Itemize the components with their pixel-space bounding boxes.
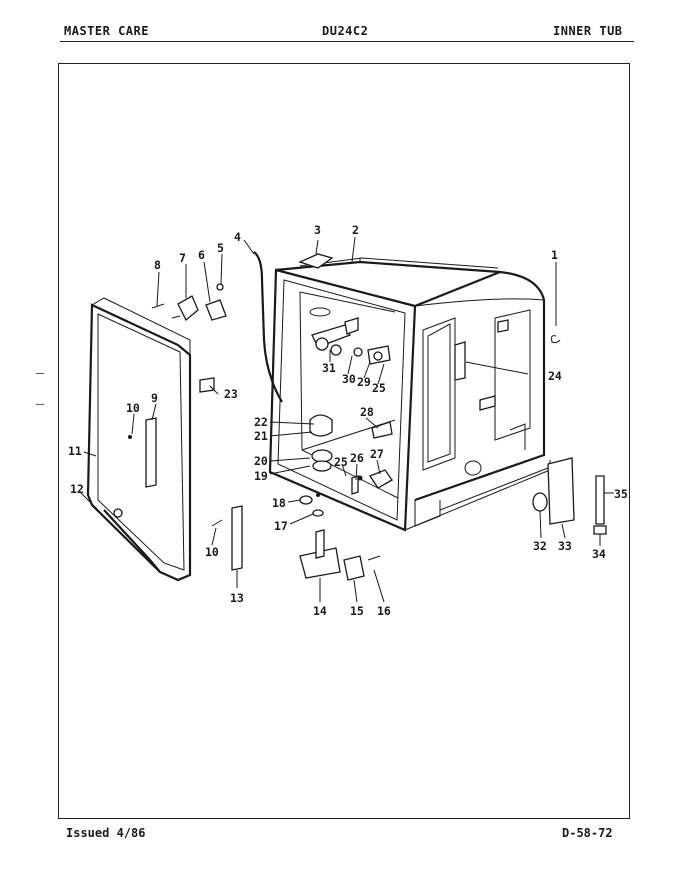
callout-30: 30 bbox=[342, 372, 356, 386]
callout-25-upper: 25 bbox=[372, 381, 386, 395]
margin-mark bbox=[36, 404, 44, 405]
part-18-nut bbox=[299, 495, 313, 505]
callout-14: 14 bbox=[313, 604, 327, 618]
part-17-washer bbox=[312, 509, 324, 517]
callout-15: 15 bbox=[350, 604, 364, 618]
part-35-rod bbox=[595, 475, 605, 525]
callout-labels: 1 2 3 4 5 6 7 8 9 10 11 12 23 24 22 21 2… bbox=[68, 223, 628, 618]
callout-13: 13 bbox=[230, 591, 244, 605]
callout-7: 7 bbox=[179, 251, 186, 265]
callout-28: 28 bbox=[360, 405, 374, 419]
header-section-title: INNER TUB bbox=[553, 24, 623, 38]
callout-12: 12 bbox=[70, 482, 84, 496]
callout-10-hinge: 10 bbox=[205, 545, 219, 559]
header-rule bbox=[60, 41, 634, 42]
callout-2: 2 bbox=[352, 223, 359, 237]
callout-27: 27 bbox=[370, 447, 384, 461]
inner-tub bbox=[268, 257, 551, 532]
part-10-screw bbox=[128, 435, 132, 439]
diagram-frame bbox=[58, 63, 630, 819]
callout-24: 24 bbox=[548, 369, 562, 383]
callout-29: 29 bbox=[357, 375, 371, 389]
part-16-screw bbox=[367, 555, 381, 561]
callout-25-lower: 25 bbox=[334, 455, 348, 469]
part-1-clip bbox=[551, 335, 561, 344]
callout-35: 35 bbox=[614, 487, 628, 501]
part-4-tube bbox=[253, 251, 283, 403]
callout-11: 11 bbox=[68, 444, 82, 458]
callout-26: 26 bbox=[350, 451, 364, 465]
callout-8: 8 bbox=[154, 258, 161, 272]
part-8-screw bbox=[151, 303, 165, 309]
callout-18: 18 bbox=[272, 496, 286, 510]
part-9-strip bbox=[145, 417, 157, 488]
part-10-pin bbox=[211, 519, 223, 527]
callout-22: 22 bbox=[254, 415, 268, 429]
footer-page-code: D-58-72 bbox=[562, 826, 613, 840]
callout-5: 5 bbox=[217, 241, 224, 255]
part-13-hinge bbox=[231, 505, 243, 571]
footer-issue-date: Issued 4/86 bbox=[66, 826, 146, 840]
part-7-bracket bbox=[177, 295, 199, 322]
part-15-bracket bbox=[343, 555, 365, 581]
callout-10-door: 10 bbox=[126, 401, 140, 415]
callout-20: 20 bbox=[254, 454, 268, 468]
callout-9: 9 bbox=[151, 391, 158, 405]
part-23-bracket bbox=[199, 377, 215, 393]
part-5-screw bbox=[216, 283, 224, 291]
part-32-roller bbox=[532, 492, 548, 512]
callout-34: 34 bbox=[592, 547, 606, 561]
callout-1: 1 bbox=[551, 248, 558, 262]
callout-33: 33 bbox=[558, 539, 572, 553]
callout-17: 17 bbox=[274, 519, 288, 533]
leader-lines bbox=[79, 236, 614, 603]
callout-32: 32 bbox=[533, 539, 547, 553]
callout-23: 23 bbox=[224, 387, 238, 401]
callout-31: 31 bbox=[322, 361, 336, 375]
callout-6: 6 bbox=[198, 248, 205, 262]
callout-4: 4 bbox=[234, 230, 241, 244]
outer-door bbox=[86, 297, 192, 582]
callout-16: 16 bbox=[377, 604, 391, 618]
callout-21: 21 bbox=[254, 429, 268, 443]
header-model-number: DU24C2 bbox=[322, 24, 369, 38]
callout-19: 19 bbox=[254, 469, 268, 483]
part-33-panel bbox=[547, 457, 575, 525]
part-3-clip bbox=[298, 253, 334, 269]
margin-mark bbox=[36, 373, 44, 374]
part-6-bracket bbox=[205, 299, 227, 321]
header-brand: MASTER CARE bbox=[64, 24, 149, 38]
callout-3: 3 bbox=[314, 223, 321, 237]
part-34-cap bbox=[593, 525, 607, 535]
